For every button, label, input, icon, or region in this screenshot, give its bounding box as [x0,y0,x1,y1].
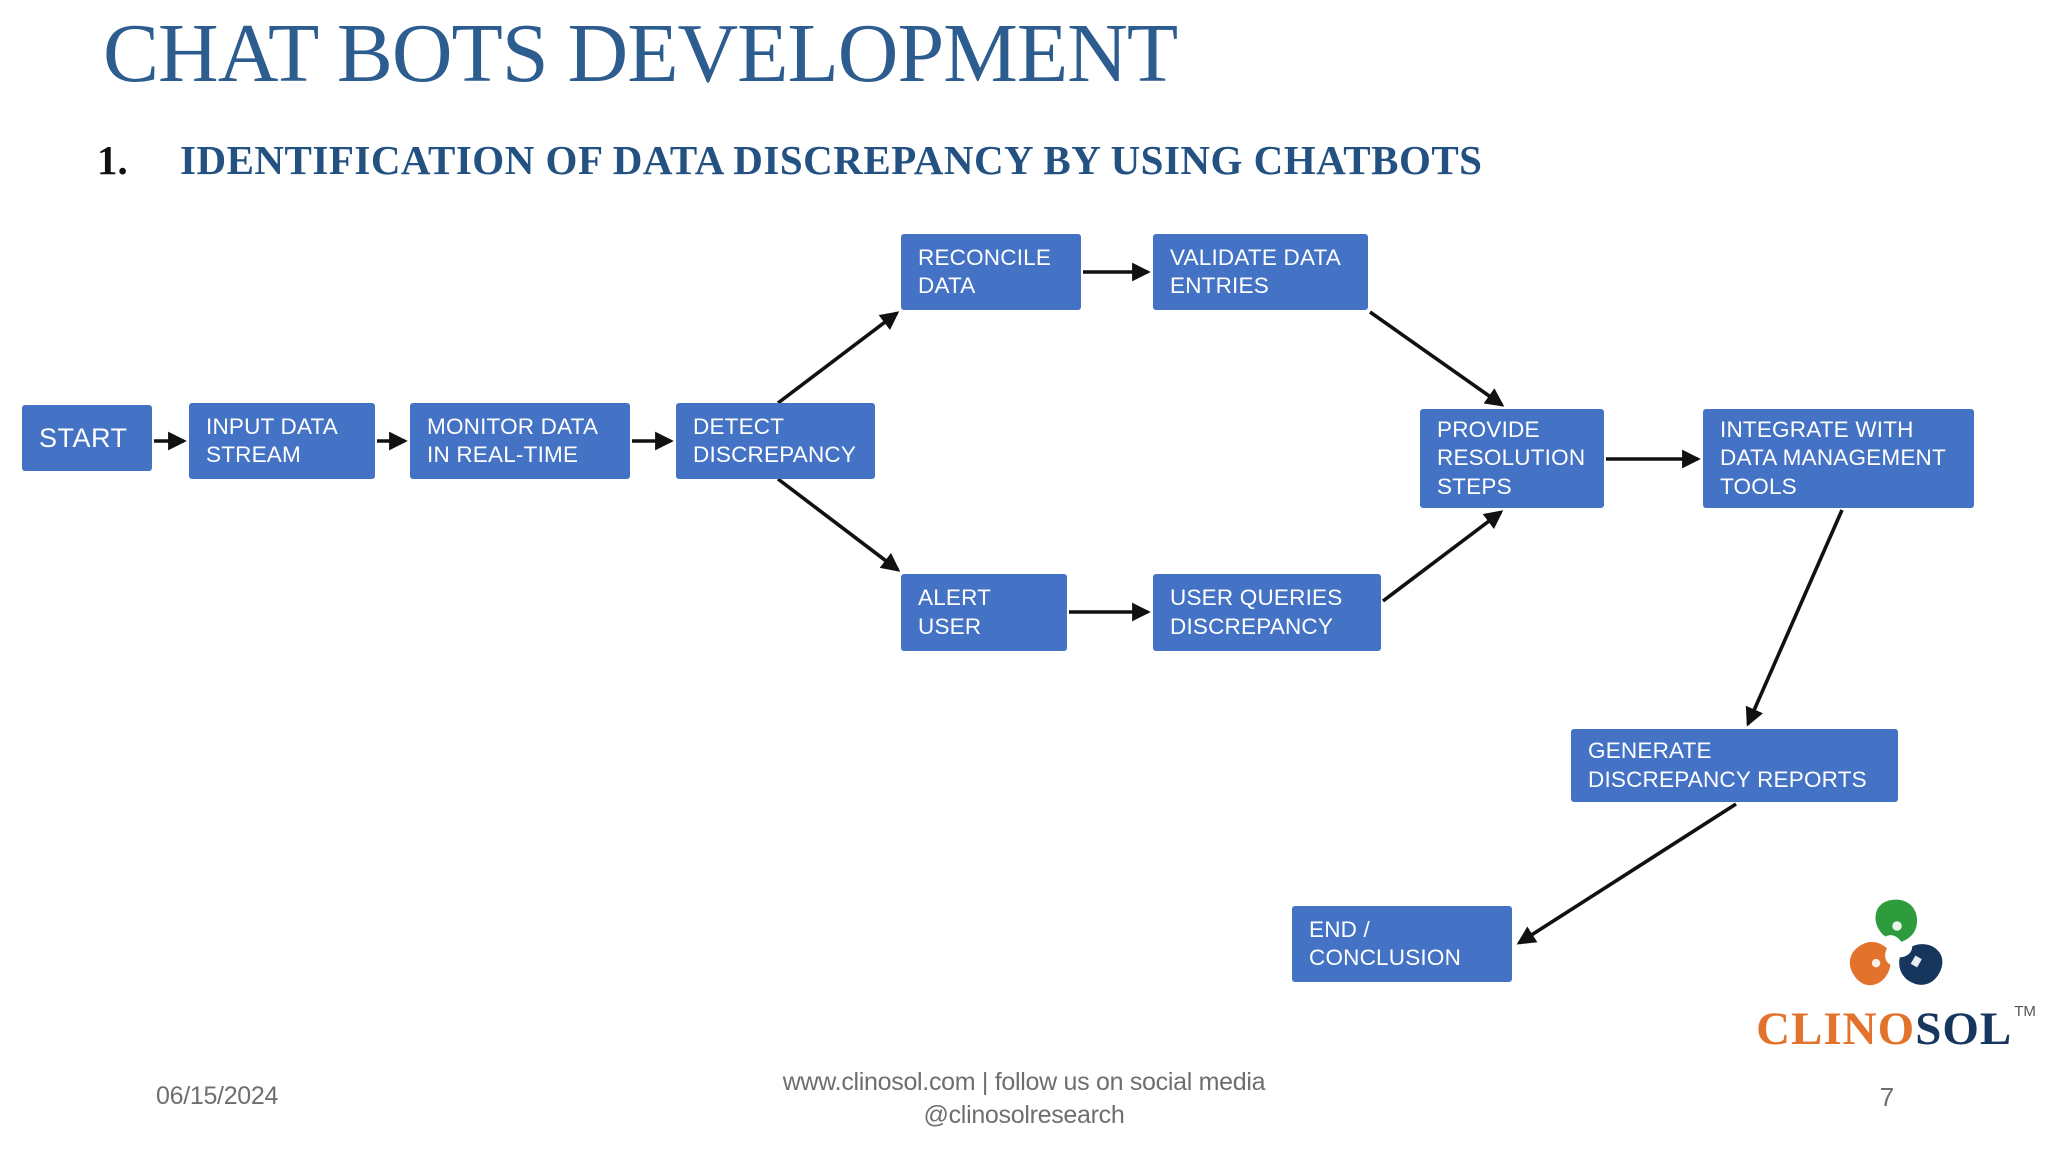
flow-node-detect-discrepancy: DETECT DISCREPANCY [676,403,875,479]
flow-node-user-queries: USER QUERIES DISCREPANCY [1153,574,1381,651]
arrow-integrate-to-generate [1745,509,1844,727]
flow-node-integrate-tools: INTEGRATE WITH DATA MANAGEMENT TOOLS [1703,409,1974,508]
slide-subtitle: 1. IDENTIFICATION OF DATA DISCREPANCY BY … [97,136,1483,184]
trademark-symbol: TM [2014,1003,2036,1020]
flow-node-alert-user: ALERT USER [901,574,1067,651]
flow-node-start: START [22,405,152,471]
subtitle-text: IDENTIFICATION OF DATA DISCREPANCY BY US… [180,137,1483,183]
arrow-userqueries-to-provide [1381,510,1504,603]
page-number: 7 [1879,1082,1895,1112]
arrow-detect-to-reconcile [776,311,900,405]
flow-node-end-conclusion: END / CONCLUSION [1292,906,1512,982]
flow-node-monitor-data: MONITOR DATA IN REAL-TIME [410,403,630,479]
wordmark-clino: CLINO [1756,1003,1916,1055]
clinosol-hands-icon [1849,899,1943,986]
flow-node-generate-reports: GENERATE DISCREPANCY REPORTS [1571,729,1898,802]
arrow-validate-to-provide [1368,310,1505,407]
footer-date: 06/15/2024 [156,1082,279,1110]
arrow-detect-to-alert [776,477,901,572]
page-title: CHAT BOTS DEVELOPMENT [103,7,1178,100]
flow-node-reconcile-data: RECONCILE DATA [901,234,1081,310]
subtitle-list-number: 1. [97,137,128,183]
footer-center: www.clinosol.com | follow us on social m… [674,1066,1374,1132]
wordmark-sol: SOL [1915,1003,2013,1055]
footer-social-handle: @clinosolresearch [923,1101,1125,1129]
flow-node-provide-resolution: PROVIDE RESOLUTION STEPS [1420,409,1604,508]
arrow-generate-to-end [1516,802,1737,945]
footer-website-line: www.clinosol.com | follow us on social m… [782,1068,1266,1096]
flow-node-input-data-stream: INPUT DATA STREAM [189,403,375,479]
flow-node-validate-entries: VALIDATE DATA ENTRIES [1153,234,1368,310]
